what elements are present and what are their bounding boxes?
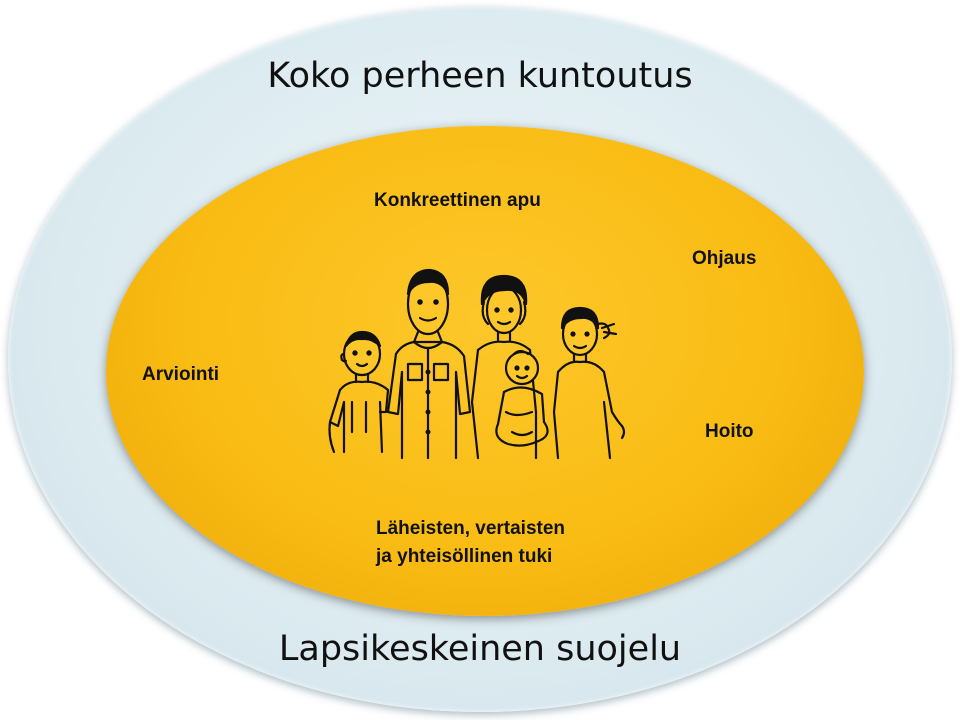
label-arviointi: Arviointi: [142, 364, 220, 385]
inner-ellipse: [106, 126, 864, 616]
label-konkreettinen-apu: Konkreettinen apu: [374, 190, 541, 211]
outer-title: Koko perheen kuntoutus: [267, 56, 693, 96]
label-tuki-line1: Läheisten, vertaisten: [376, 518, 566, 539]
label-tuki-line2: ja yhteisöllinen tuki: [376, 546, 553, 567]
label-tuki: Läheisten, vertaisten ja yhteisöllinen t…: [376, 515, 565, 571]
baby-figure: [495, 349, 549, 447]
father-figure: [386, 268, 472, 460]
label-hoito: Hoito: [705, 421, 754, 442]
mother-figure: [470, 274, 538, 460]
family-drawing-icon: [328, 268, 626, 460]
girl-figure: [552, 306, 626, 460]
boy-figure: [328, 330, 390, 454]
label-ohjaus: Ohjaus: [692, 248, 757, 269]
outer-subtitle: Lapsikeskeinen suojelu: [278, 629, 682, 669]
